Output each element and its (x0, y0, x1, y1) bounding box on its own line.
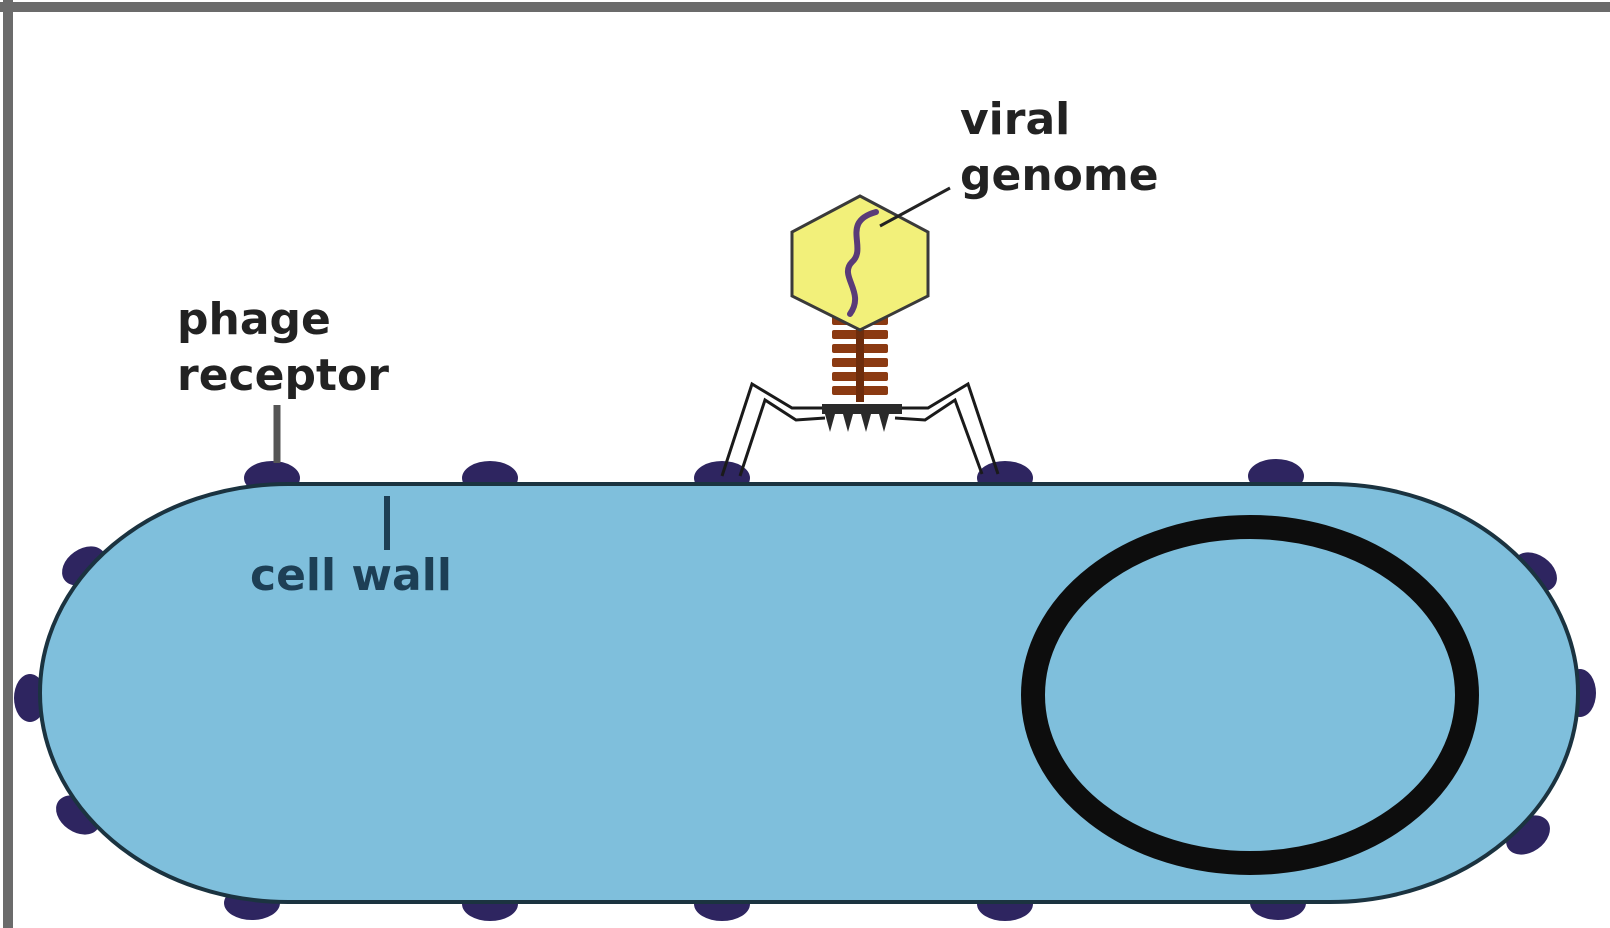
viral-genome-label-line1: viral (960, 94, 1070, 145)
phage-receptor-label-line1: phage (177, 294, 331, 345)
cell-wall-label: cell wall (250, 550, 452, 601)
viral-genome-label-line2: genome (960, 150, 1159, 201)
phage-receptor-label-line2: receptor (177, 350, 389, 401)
